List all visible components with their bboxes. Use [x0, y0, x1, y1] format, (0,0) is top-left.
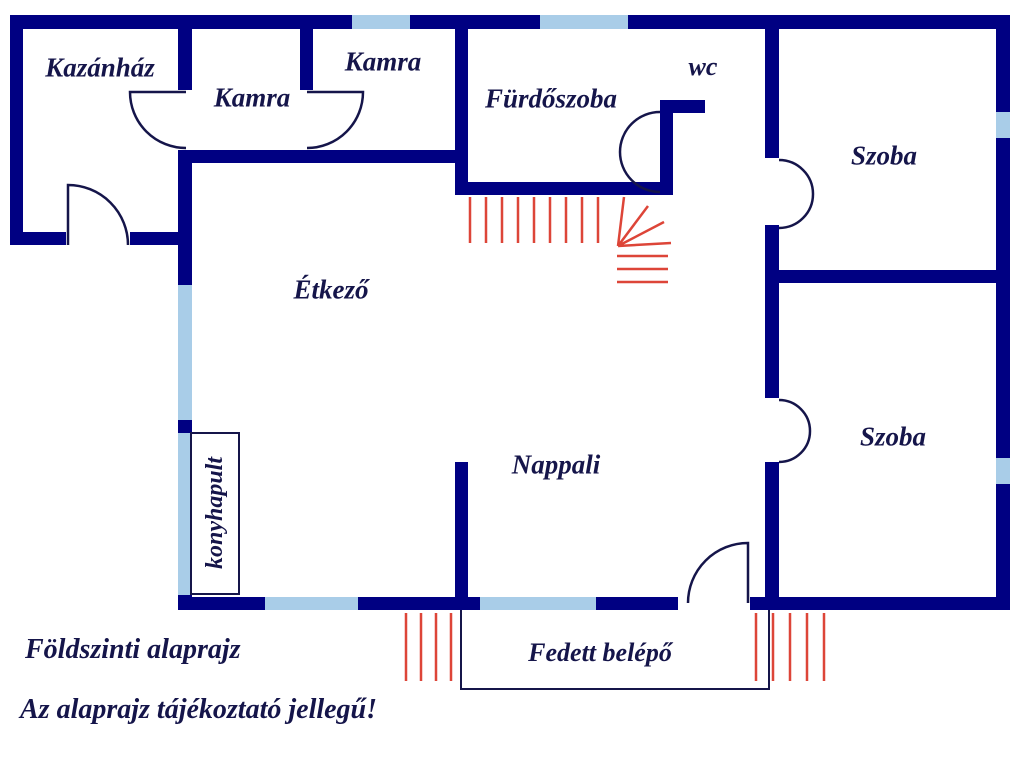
caption-disclaimer: Az alaprajz tájékoztató jellegű!: [20, 694, 378, 725]
wall-kamra-divider: [300, 15, 313, 90]
wall-bottom-3: [596, 597, 678, 610]
room-label-wc: wc: [688, 52, 718, 81]
wall-left-1: [178, 15, 192, 90]
room-label-kamra2: Kamra: [344, 46, 422, 77]
window-left-2: [178, 433, 192, 595]
window-right-1: [996, 112, 1010, 138]
wall-bottom-1: [178, 597, 265, 610]
room-label-fedett-belepo: Fedett belépő: [528, 638, 672, 667]
door-arc-kazanhaz-exterior: [66, 183, 130, 246]
room-label-kamra1: Kamra: [213, 82, 291, 113]
wall-right-1: [996, 15, 1010, 112]
wall-kazanhaz-bottom-2: [130, 232, 185, 245]
stairs-lower-treads: [617, 254, 668, 284]
wall-divider-right-3: [765, 462, 779, 610]
door-arc-wc: [618, 110, 661, 194]
door-arc-entrance: [686, 541, 750, 604]
window-bottom-1: [265, 597, 358, 610]
window-top-1: [352, 15, 410, 29]
wall-wc-horizontal: [660, 100, 705, 113]
wall-wc-vertical: [660, 100, 673, 195]
wall-right-3: [996, 484, 1010, 610]
wall-bathroom-bottom: [455, 182, 660, 195]
wall-divider-right-2: [765, 225, 779, 398]
stairs-winder-fan: [616, 196, 672, 248]
door-arc-kazanhaz-hall: [128, 90, 187, 150]
wall-bathroom-left: [455, 15, 468, 195]
wall-kazanhaz-left: [10, 15, 23, 245]
wall-left-2: [178, 150, 192, 285]
window-bottom-2: [480, 597, 596, 610]
wall-szoba-divider: [765, 270, 1010, 283]
door-arc-szoba-bottom: [778, 398, 812, 464]
door-arc-kamra: [306, 90, 365, 150]
wall-kamra-bottom: [178, 150, 468, 163]
wall-bottom-2: [358, 597, 480, 610]
door-arc-szoba-top: [778, 158, 815, 230]
wall-left-3: [178, 420, 192, 433]
wall-right-2: [996, 138, 1010, 458]
wall-top-3: [628, 15, 1010, 29]
room-label-konyhapult: konyhapult: [201, 457, 228, 570]
room-label-furdoszoba: Fürdőszoba: [484, 83, 618, 114]
room-label-nappali: Nappali: [511, 449, 601, 480]
wall-top-2: [410, 15, 540, 29]
wall-nappali-stub: [455, 462, 468, 610]
caption-floor-title: Földszinti alaprajz: [25, 634, 241, 665]
window-left-1: [178, 285, 192, 420]
wall-kazanhaz-bottom-1: [10, 232, 66, 245]
wall-divider-right-1: [765, 15, 779, 158]
room-label-kazanhaz: Kazánház: [45, 52, 155, 83]
wall-bottom-4: [750, 597, 1010, 610]
window-top-2: [540, 15, 628, 29]
room-label-szoba-top: Szoba: [850, 140, 918, 171]
entrance-steps-left: [404, 613, 453, 681]
room-label-etkezo: Étkező: [293, 274, 369, 305]
window-right-2: [996, 458, 1010, 484]
kitchen-counter: konyhapult: [190, 432, 240, 595]
stairs-treads: [468, 197, 600, 243]
room-label-szoba-bottom: Szoba: [859, 421, 927, 452]
